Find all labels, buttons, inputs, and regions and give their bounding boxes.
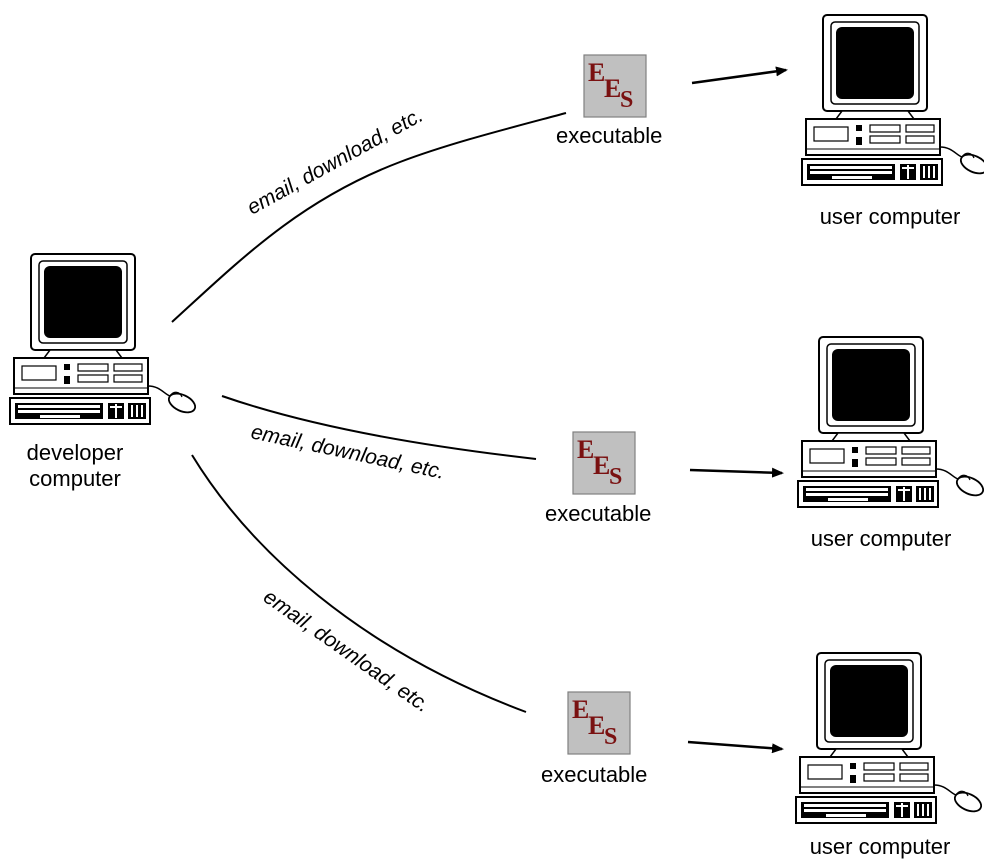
user-computer-icon [801,14,984,186]
edge-curve-bottom [191,454,527,713]
developer-computer-icon [9,253,200,425]
user-computer-label: user computer [810,526,952,551]
user-computer-icon [795,652,984,824]
arrow-to-user-3 [687,740,784,754]
executable-label: executable [556,123,663,148]
executable-icon [572,431,636,495]
executable-label: executable [545,501,652,526]
user-computer-label: user computer [809,834,951,859]
developer-label-line2: computer [29,466,121,491]
executable-label: executable [541,762,648,787]
user-computer-icon [797,336,984,508]
arrow-to-user-1 [691,66,788,85]
arrow-to-user-2 [689,467,784,478]
developer-computer-label: developer computer [0,440,150,492]
edge-label-bottom: email, download, etc. [259,585,434,717]
edge-curve-middle [221,395,537,460]
executable-icon [567,691,631,755]
user-computer-label: user computer [819,204,961,229]
executable-icon [583,54,647,118]
developer-label-line1: developer [26,440,124,465]
edge-curve-top [171,112,567,323]
